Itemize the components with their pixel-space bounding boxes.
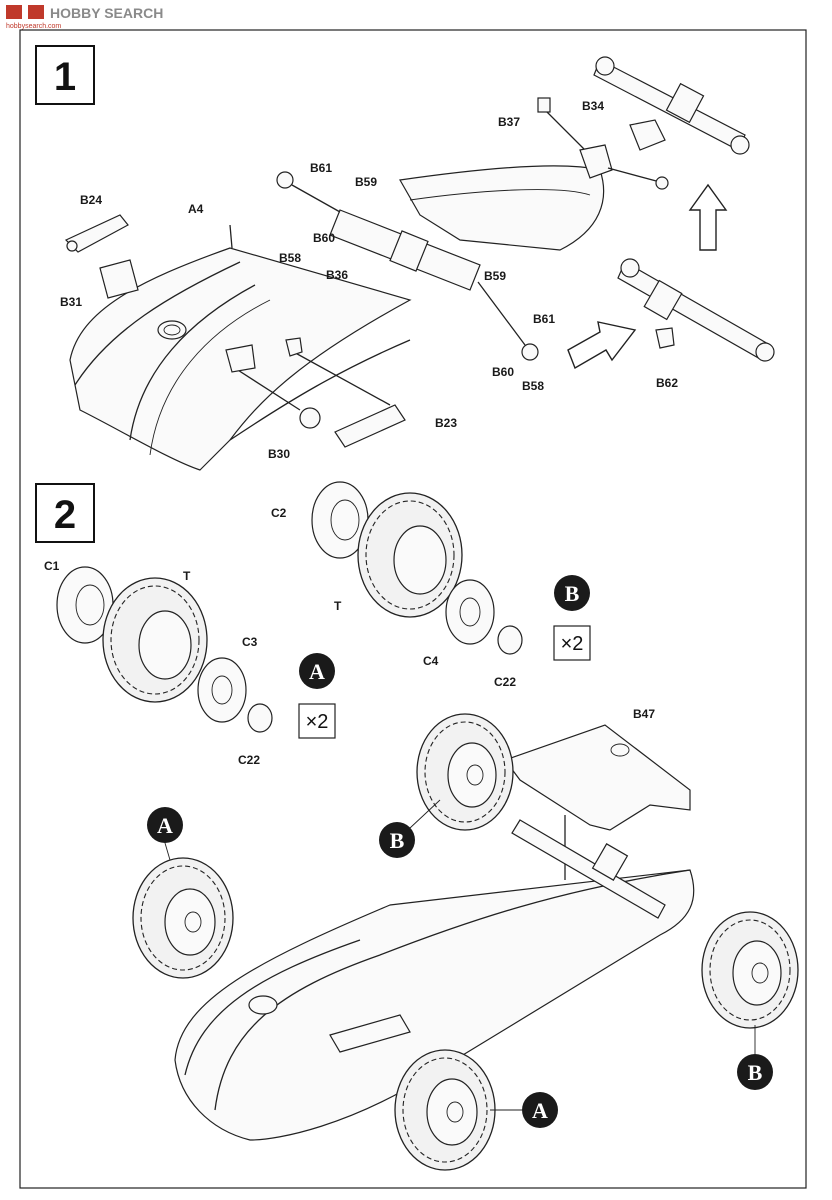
page-frame: [19, 29, 807, 1189]
wheel-exploded-left-drawing: [56, 566, 273, 733]
watermark-logo-block-2: [28, 5, 44, 19]
watermark-url: hobbysearch.com: [6, 23, 61, 30]
label-c3: C3: [242, 635, 258, 649]
multiplier-b: ×2: [553, 625, 591, 661]
label-b60-bot: B60: [492, 365, 514, 379]
wheel-rear-left-drawing: [416, 713, 514, 831]
label-b61-mid: B61: [533, 312, 555, 326]
label-b23: B23: [435, 416, 457, 430]
part-b30-b23-drawing: [225, 337, 406, 448]
label-b34: B34: [582, 99, 604, 113]
label-c22-right: C22: [494, 675, 516, 689]
multiplier-a-text: ×2: [306, 711, 329, 733]
label-c4: C4: [423, 654, 439, 668]
label-c2: C2: [271, 506, 287, 520]
front-axle-bottom-drawing: [617, 258, 775, 362]
part-b34-b37-drawing: [537, 97, 669, 190]
watermark-logo-block-1: [6, 5, 22, 19]
label-a4: A4: [188, 202, 204, 216]
marker-a-sub: A: [299, 653, 335, 689]
label-b61-top: B61: [310, 161, 332, 175]
multiplier-b-text: ×2: [561, 633, 584, 655]
label-t-left: T: [183, 569, 191, 583]
wheel-front-left-drawing: [132, 857, 234, 979]
step-1-box: 1: [35, 45, 95, 105]
watermark-logo-text: HOBBY SEARCH: [50, 5, 163, 21]
label-b60-top: B60: [313, 231, 335, 245]
marker-a-front-left-letter: A: [157, 813, 173, 838]
label-b24: B24: [80, 193, 102, 207]
marker-a-front-right: A: [490, 1092, 558, 1128]
marker-a-front-left: A: [147, 807, 183, 861]
rear-axle-drawing: [511, 819, 666, 919]
label-b58-left: B58: [279, 251, 301, 265]
part-b31-drawing: [99, 259, 139, 299]
part-b47-drawing: [504, 724, 691, 880]
wheel-exploded-right-drawing: [311, 481, 523, 655]
marker-b-sub: B: [554, 575, 590, 611]
label-b59-mid: B59: [484, 269, 506, 283]
step-2-labels: C2 T C4 C22 C1 T C3 C22 B47: [44, 506, 655, 767]
axle-b36-drawing: [276, 171, 539, 361]
marker-a-sub-letter: A: [309, 659, 325, 684]
step-1-labels: B24 A4 B31 B61 B59 B60 B58 B36 B59 B61 B…: [60, 99, 678, 461]
multiplier-a: ×2: [298, 703, 336, 739]
part-b24-drawing: [64, 214, 129, 253]
marker-b-rear-right-letter: B: [748, 1060, 763, 1085]
label-b47: B47: [633, 707, 655, 721]
chassis-assembled-drawing: [174, 869, 695, 1141]
label-b62: B62: [656, 376, 678, 390]
wheel-rear-right-drawing: [701, 911, 799, 1029]
marker-b-rear-left: B: [379, 799, 441, 858]
marker-a-front-right-letter: A: [532, 1098, 548, 1123]
label-c22-left: C22: [238, 753, 260, 767]
step-1-number: 1: [54, 55, 76, 99]
step-2-number: 2: [54, 493, 76, 537]
watermark: HOBBY SEARCH hobbysearch.com: [6, 5, 163, 30]
label-b59-top: B59: [355, 175, 377, 189]
marker-b-sub-letter: B: [565, 581, 580, 606]
marker-b-rear-right: B: [737, 1025, 773, 1090]
label-b31: B31: [60, 295, 82, 309]
arrow-up-icon: [688, 183, 728, 251]
marker-b-rear-left-letter: B: [390, 828, 405, 853]
wheel-front-right-drawing: [394, 1049, 496, 1171]
step-2-box: 2: [35, 483, 95, 543]
label-b37: B37: [498, 115, 520, 129]
label-b58-bot: B58: [522, 379, 544, 393]
front-axle-top-drawing: [593, 56, 750, 155]
arrow-right-icon: [567, 321, 637, 370]
label-t-right: T: [334, 599, 342, 613]
label-b30: B30: [268, 447, 290, 461]
floor-plate-drawing: [399, 165, 605, 251]
label-c1: C1: [44, 559, 60, 573]
label-b36: B36: [326, 268, 348, 282]
